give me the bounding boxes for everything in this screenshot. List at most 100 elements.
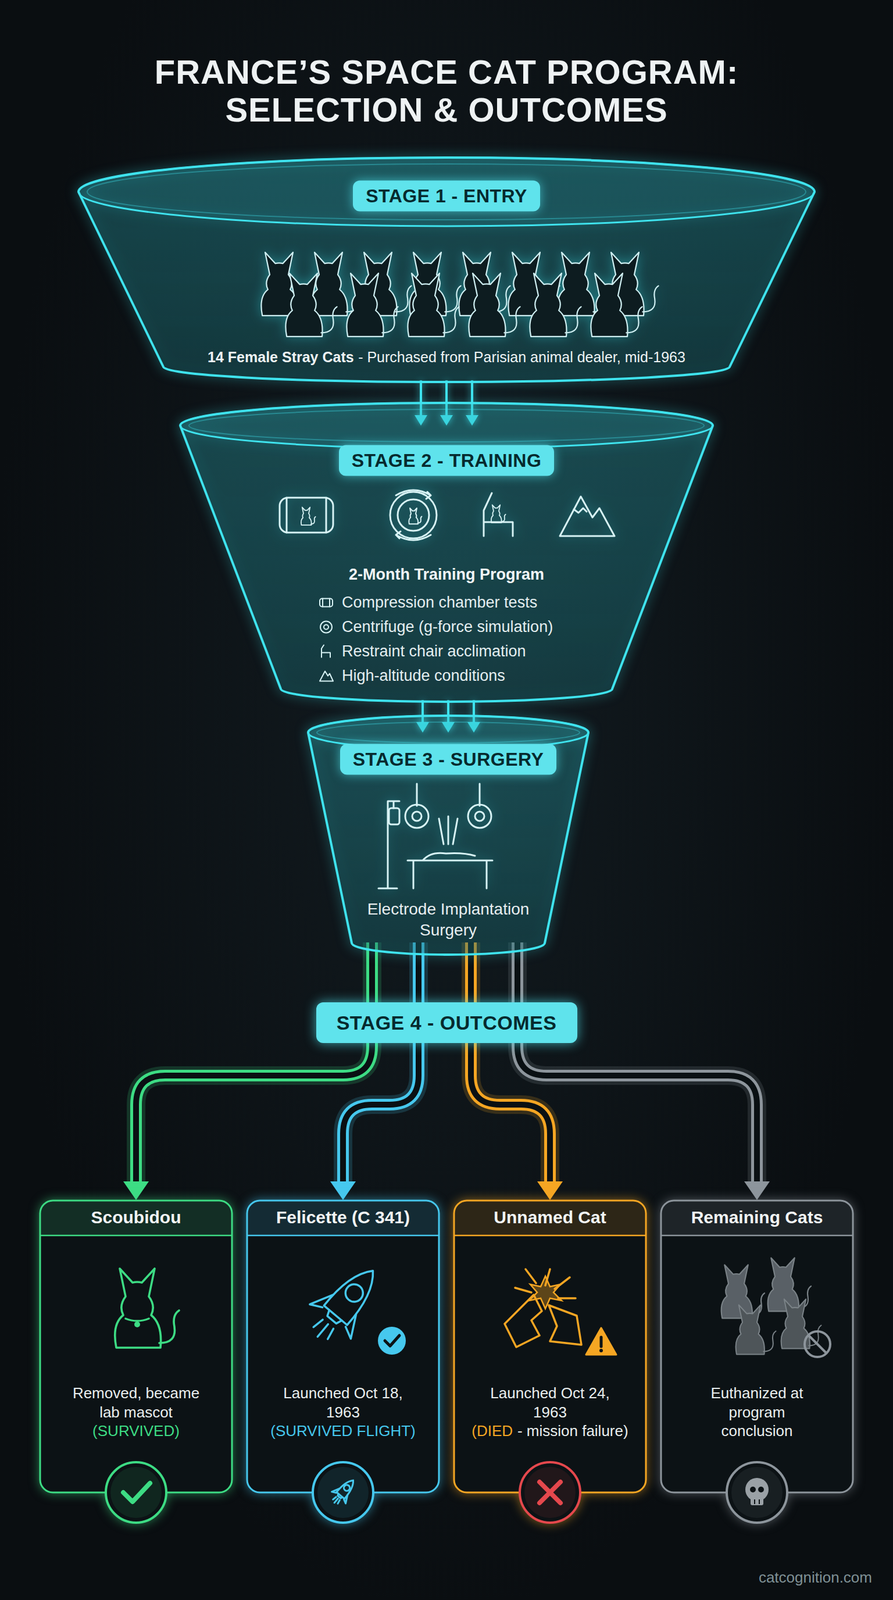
svg-path	[763, 1331, 776, 1352]
body-line: (SURVIVED)	[47, 1421, 225, 1441]
body-line: Removed, became lab mascot	[47, 1383, 225, 1422]
svg-path	[586, 1327, 617, 1355]
svg-circle	[341, 1280, 367, 1306]
arrow-head	[537, 1181, 563, 1200]
card-detail: Launched Oct 24, 1963	[488, 1383, 612, 1422]
svg-rect	[388, 808, 400, 825]
svg-ellipse	[78, 157, 815, 227]
funnel-stage: STAGE 2 - TRAINING2-Month Training Progr…	[178, 401, 715, 704]
body-line: Launched Oct 24, 1963	[461, 1383, 639, 1422]
svg-g	[390, 490, 437, 541]
svg-circle	[312, 1462, 374, 1523]
card-body: Removed, became lab mascot(SURVIVED)	[47, 1383, 225, 1441]
svg-path	[346, 273, 384, 337]
stage-heading: STAGE 3 - SURGERY	[340, 744, 557, 775]
svg-g	[408, 508, 422, 524]
card-status: (DIED	[471, 1422, 513, 1440]
svg-circle	[731, 1466, 783, 1518]
card-status: (SURVIVED FLIGHT)	[270, 1422, 416, 1440]
svg-g	[491, 505, 506, 524]
svg-path	[416, 783, 480, 806]
svg-path	[286, 497, 327, 533]
card-shape	[245, 1198, 441, 1531]
svg-path	[590, 273, 628, 337]
outcome-card: Remaining CatsEuthanized at program conc…	[659, 1198, 855, 1531]
svg-path	[395, 490, 431, 541]
svg-ellipse	[316, 722, 580, 744]
svg-rect	[40, 1200, 232, 1493]
card-body: Euthanized at program conclusion	[668, 1383, 846, 1441]
svg-path	[125, 1318, 149, 1321]
list-icon	[318, 643, 334, 659]
list-icon	[318, 668, 334, 684]
svg-g	[539, 1481, 561, 1503]
surgery-label: Electrode Implantation Surgery	[361, 898, 536, 942]
svg-path	[662, 1201, 853, 1237]
svg-path	[285, 273, 323, 337]
svg-path	[754, 1499, 760, 1505]
svg-path	[321, 644, 331, 657]
svg-circle	[317, 1466, 369, 1518]
card-status: (SURVIVED)	[92, 1422, 180, 1440]
svg-path	[573, 508, 587, 513]
svg-path	[301, 507, 312, 526]
stage-pill: STAGE 4 - OUTCOMES	[316, 1002, 578, 1043]
svg-path	[504, 1294, 542, 1348]
svg-circle	[105, 1462, 167, 1523]
outcome-card: Unnamed CatLaunched Oct 24, 1963(DIED- m…	[452, 1198, 648, 1531]
arrow-head	[744, 1181, 770, 1200]
svg-g	[407, 273, 459, 337]
card-title: Felicette (C 341)	[276, 1207, 410, 1228]
text-row: Compression chamber tests	[318, 593, 538, 612]
title-block: FRANCE’S SPACE CAT PROGRAM: SELECTION & …	[0, 53, 893, 130]
svg-path	[565, 306, 581, 334]
text-row: STAGE 3 - SURGERY	[306, 744, 591, 775]
list-icon	[318, 594, 334, 610]
svg-circle	[323, 624, 329, 630]
svg-circle	[758, 1486, 764, 1493]
svg-path	[418, 516, 423, 523]
svg-polygon	[529, 1276, 562, 1309]
svg-path	[808, 1335, 827, 1353]
svg-path	[736, 1305, 765, 1355]
svg-rect	[319, 598, 333, 607]
body-line: (SURVIVED FLIGHT)	[254, 1421, 432, 1441]
tube-core	[517, 942, 757, 1183]
svg-path	[455, 1201, 646, 1237]
svg-rect	[661, 1200, 853, 1493]
svg-path	[559, 496, 615, 537]
tube-outline	[517, 942, 757, 1183]
training-heading: 2-Month Training Program	[348, 565, 545, 584]
card-shape	[38, 1198, 234, 1531]
card-header: Remaining Cats	[659, 1198, 855, 1237]
svg-g	[559, 496, 615, 537]
tube-core	[343, 942, 419, 1183]
card-header: Scoubidou	[38, 1198, 234, 1237]
svg-path	[40, 1234, 232, 1237]
tube-outline	[343, 942, 419, 1183]
arrow-head	[330, 1181, 356, 1200]
svg-path	[78, 157, 815, 382]
svg-circle	[397, 499, 430, 531]
svg-path	[529, 273, 567, 337]
card-header: Unnamed Cat	[452, 1198, 648, 1237]
svg-path	[548, 1305, 582, 1345]
svg-g	[586, 1327, 617, 1355]
entry-detail: - Purchased from Parisian animal dealer,…	[358, 348, 686, 366]
svg-g	[745, 1477, 769, 1506]
svg-path	[115, 1268, 162, 1348]
svg-path	[599, 1337, 603, 1347]
svg-ellipse	[180, 402, 713, 449]
svg-path	[248, 1201, 439, 1237]
card-detail: Removed, became lab mascot	[63, 1383, 209, 1422]
svg-circle	[390, 491, 437, 539]
svg-circle	[749, 1486, 756, 1493]
svg-g	[483, 493, 513, 537]
list-icon	[318, 619, 334, 635]
svg-circle	[412, 811, 422, 821]
svg-path	[438, 816, 458, 845]
card-detail: Launched Oct 18, 1963	[281, 1383, 405, 1422]
svg-g	[529, 273, 581, 337]
svg-path	[320, 306, 337, 334]
